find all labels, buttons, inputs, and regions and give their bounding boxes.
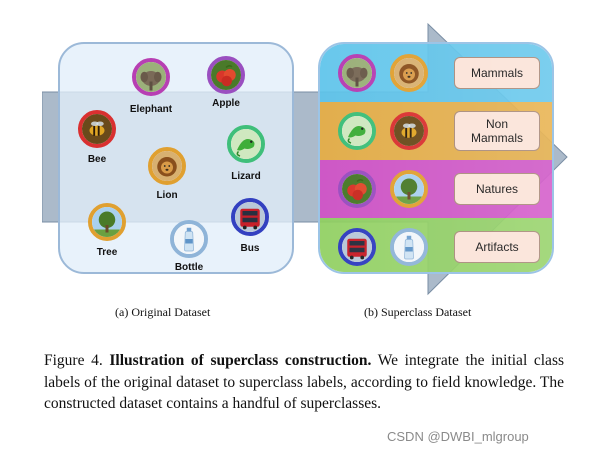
apple-image [207, 56, 245, 94]
bottle-image [390, 228, 428, 266]
figure-caption: Figure 4. Illustration of superclass con… [44, 350, 564, 415]
superclass-label: Artifacts [454, 231, 540, 263]
superclass-label: Mammals [454, 57, 540, 89]
apple-image [338, 170, 376, 208]
elephant-icon [136, 62, 166, 92]
lizard-label: Lizard [231, 171, 261, 182]
superclass-label: Natures [454, 173, 540, 205]
lizard-icon [231, 129, 261, 159]
bee-icon [394, 116, 424, 146]
tree-label: Tree [96, 247, 118, 258]
tree-icon [394, 174, 424, 204]
bee-label: Bee [87, 154, 107, 165]
original-dataset-caption: (a) Original Dataset [115, 305, 211, 319]
lion-image [148, 147, 186, 185]
figure-text: We integrate the initial class labels of… [44, 352, 565, 412]
lizard-image [227, 125, 265, 163]
figure-label: Figure 4. [44, 352, 103, 369]
apple-icon [211, 60, 241, 90]
elephant-image [132, 58, 170, 96]
bus-icon [342, 232, 372, 262]
lizard-icon [342, 116, 372, 146]
bottle-icon [174, 224, 204, 254]
apple-label: Apple [212, 98, 240, 109]
bee-image [390, 112, 428, 150]
apple-icon [342, 174, 372, 204]
figure-title: Illustration of superclass construction. [109, 352, 372, 369]
bottle-image [170, 220, 208, 258]
bottle-icon [394, 232, 424, 262]
lion-label: Lion [156, 190, 178, 201]
bottle-label: Bottle [174, 262, 204, 273]
bus-label: Bus [240, 243, 260, 254]
lizard-image [338, 112, 376, 150]
elephant-image [338, 54, 376, 92]
tree-image [88, 203, 126, 241]
bee-icon [82, 114, 112, 144]
lion-icon [152, 151, 182, 181]
bus-image [231, 198, 269, 236]
tree-icon [92, 207, 122, 237]
elephant-icon [342, 58, 372, 88]
superclass-dataset-caption: (b) Superclass Dataset [364, 305, 472, 319]
bus-icon [235, 202, 265, 232]
superclass-label: Non Mammals [454, 111, 540, 151]
tree-image [390, 170, 428, 208]
watermark: CSDN @DWBI_mlgroup [387, 429, 529, 444]
bee-image [78, 110, 116, 148]
lion-icon [394, 58, 424, 88]
elephant-label: Elephant [129, 104, 173, 115]
lion-image [390, 54, 428, 92]
bus-image [338, 228, 376, 266]
